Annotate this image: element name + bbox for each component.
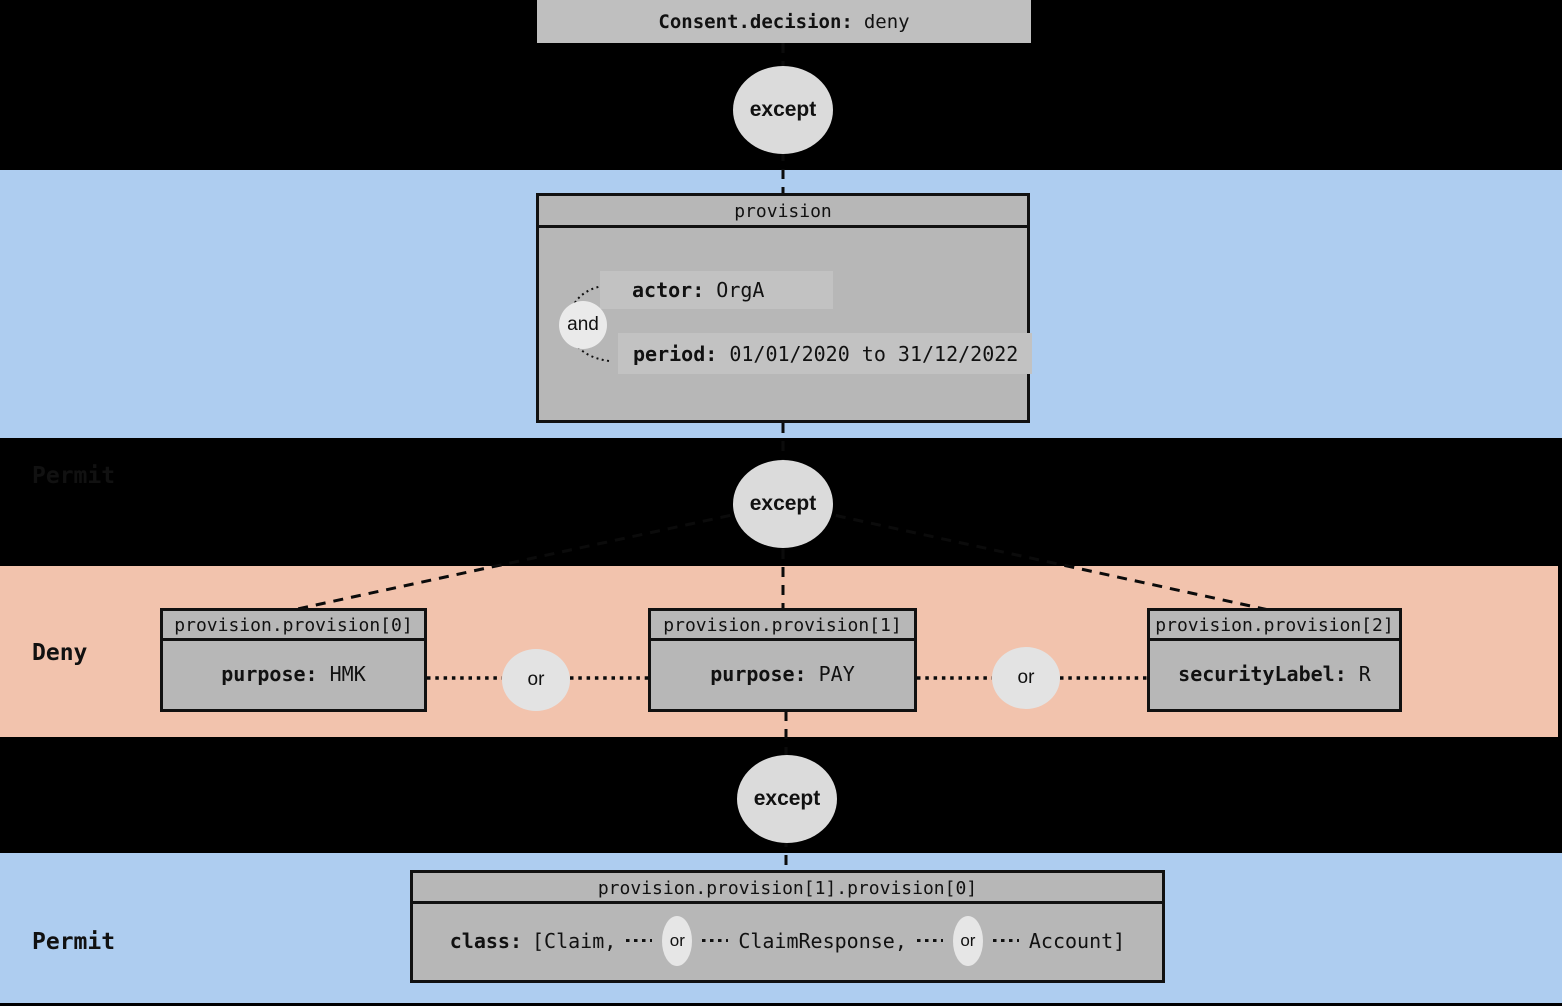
deny-node-2-header: provision.provision[2]: [1150, 611, 1399, 641]
actor-value: OrgA: [716, 278, 765, 302]
provision-node-header: provision: [539, 196, 1027, 228]
deny-node-2-value: R: [1358, 661, 1371, 686]
deny-node-0-value: HMK: [329, 661, 366, 686]
class-node-header: provision.provision[1].provision[0]: [413, 873, 1162, 904]
except-connector-3: except: [737, 755, 837, 843]
class-key: class:: [449, 928, 523, 953]
deny-node-2: provision.provision[2] securityLabel: R: [1147, 608, 1402, 712]
deny-node-1-header: provision.provision[1]: [651, 611, 914, 641]
provision-node: provision and actor: OrgA period: 01/01/…: [536, 193, 1032, 423]
deny-node-0-header: provision.provision[0]: [163, 611, 424, 641]
period-value: 01/01/2020 to 31/12/2022: [729, 341, 1019, 366]
class-node-body: class: [Claim, or ClaimResponse, or Acco…: [413, 904, 1162, 977]
class-item-2: Account]: [1028, 928, 1126, 953]
actor-key: actor:: [632, 278, 705, 302]
band-label-deny: Deny: [32, 640, 88, 666]
except-connector-2: except: [733, 460, 833, 548]
property-row-actor: actor: OrgA: [600, 271, 833, 309]
consent-decision-value: deny: [863, 10, 910, 33]
consent-decision-key: Consent.decision:: [658, 10, 853, 33]
except-connector-1: except: [733, 66, 833, 154]
band-label-permit-bottom: Permit: [32, 929, 116, 955]
deny-node-1-value: PAY: [818, 661, 855, 686]
or-connector-2: or: [992, 647, 1060, 709]
band-label-permit-top: Permit: [32, 463, 116, 489]
class-provision-node: provision.provision[1].provision[0] clas…: [410, 870, 1165, 983]
deny-node-0-key: purpose:: [221, 661, 318, 686]
dotted-link: [992, 939, 1019, 942]
period-key: period:: [633, 341, 718, 366]
provision-node-body: and actor: OrgA period: 01/01/2020 to 31…: [539, 228, 1032, 417]
or-connector-inline-2: or: [952, 915, 983, 966]
property-row-period: period: 01/01/2020 to 31/12/2022: [618, 333, 1032, 374]
deny-node-0: provision.provision[0] purpose: HMK: [160, 608, 427, 712]
consent-decision-node: Consent.decision: deny: [537, 0, 1031, 43]
and-connector-arcs: [571, 284, 610, 362]
class-item-1: ClaimResponse,: [738, 928, 907, 953]
class-item-0: [Claim,: [532, 928, 617, 953]
deny-node-1: provision.provision[1] purpose: PAY: [648, 608, 917, 712]
and-connector: and: [559, 301, 607, 349]
dotted-link: [626, 939, 653, 942]
dotted-link: [916, 939, 943, 942]
deny-node-2-key: securityLabel:: [1178, 661, 1347, 686]
or-connector-inline-1: or: [662, 915, 693, 966]
or-connector-1: or: [502, 649, 570, 711]
dotted-link: [702, 939, 729, 942]
deny-node-1-key: purpose:: [710, 661, 807, 686]
